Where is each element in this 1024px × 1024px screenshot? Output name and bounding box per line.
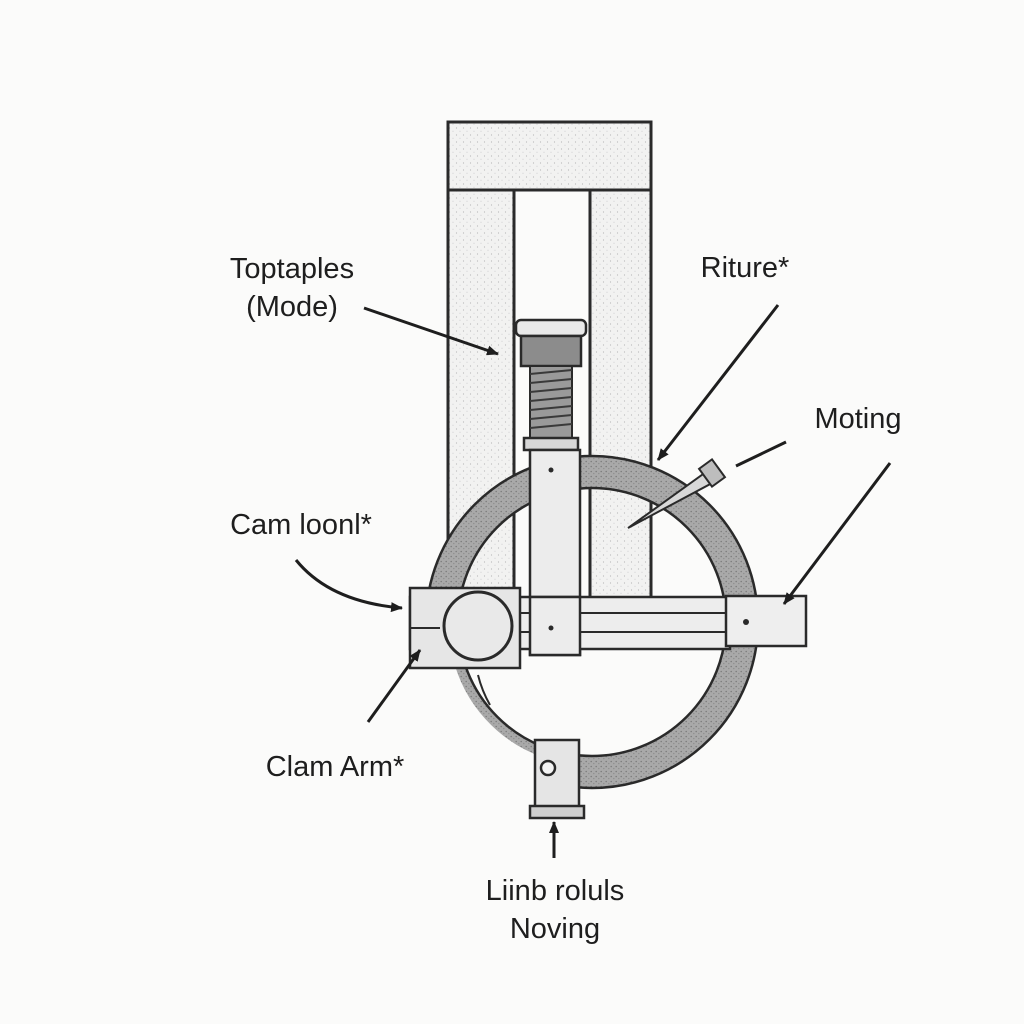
probe-head [697,458,727,488]
label-liinb-roluls: Liinb roluls Noving [440,872,670,948]
cam-roller [442,590,514,662]
slider-pin-bottom-b [548,625,554,631]
label-toptaples-line2: (Mode) [246,291,338,323]
label-riture: Riture* [680,249,810,287]
cam-ring-white-segment [427,656,545,783]
right-end-pin [743,619,749,625]
label-liinb-roluls-line2: Noving [509,913,601,945]
screw-head [519,334,583,368]
slider-overlay [528,595,582,657]
bottom-bracket-foot [528,804,586,820]
screw-cap [514,318,588,338]
right-end-block [724,594,808,648]
label-moting-line1: Moting [814,403,902,435]
label-toptaples: Toptaples (Mode) [208,250,376,326]
bottom-bracket-bolt [539,759,557,777]
label-cam-loonl: Cam loonl* [206,506,396,544]
bottom-bracket [533,738,581,818]
label-cam-loonl-line1: Cam loonl* [230,509,372,541]
screw-collar [522,436,580,452]
arrow-moting [782,462,892,605]
screw-threads [529,369,573,429]
arrow-toptaples [363,306,499,356]
label-liinb-roluls-line1: Liinb roluls [485,875,625,907]
label-moting: Moting [796,400,920,438]
label-clam-arm: Clam Arm* [240,748,430,786]
arrow-clam-arm [366,649,422,723]
arrow-cam-loonl [294,559,403,613]
arrow-moting-short [735,440,787,468]
slider-pin-top [548,467,554,473]
label-riture-line1: Riture* [700,252,790,284]
cam-inner-guide [477,674,491,706]
label-toptaples-line1: Toptaples [229,253,355,285]
arrow-riture [656,304,780,461]
label-clam-arm-line1: Clam Arm* [265,751,405,783]
